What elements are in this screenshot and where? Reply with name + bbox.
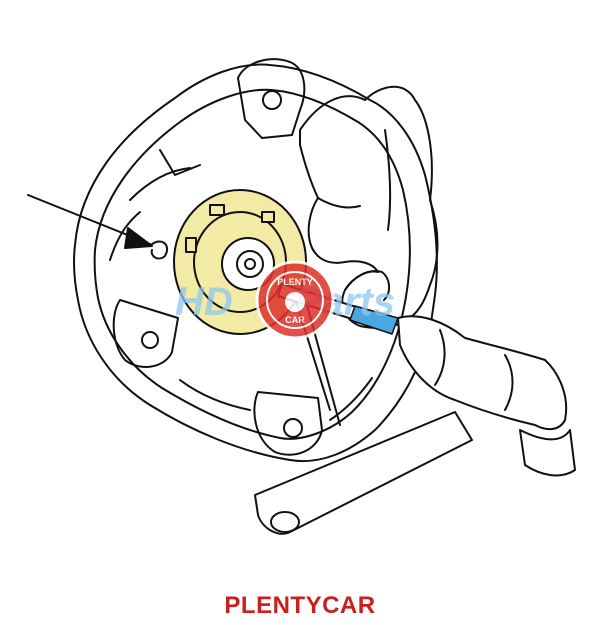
bottom-bolt-hole — [283, 418, 303, 438]
left-mounting-lug — [112, 299, 179, 368]
shaft-center — [244, 258, 256, 270]
left-bolt-hole — [141, 331, 159, 349]
seal-lip-hook — [149, 240, 169, 260]
housing-rib — [159, 149, 201, 176]
svg-text:PLENTY: PLENTY — [277, 277, 313, 287]
housing-inner-rim — [93, 88, 411, 440]
screwdriver-handle — [397, 315, 568, 431]
svg-text:CAR: CAR — [285, 315, 305, 325]
hand-finger-line — [317, 197, 361, 209]
top-mounting-lug — [237, 58, 306, 139]
housing-rib — [179, 379, 251, 411]
hand-thumb — [344, 270, 390, 301]
hand-finger-line — [384, 129, 392, 231]
screwdriver-handle-end — [519, 429, 576, 477]
screwdriver-handle-ridge — [434, 329, 446, 386]
screwdriver-tip-color — [349, 305, 399, 335]
top-bolt-hole — [262, 90, 282, 110]
housing-rib — [109, 211, 141, 261]
shaft-hub — [236, 250, 264, 278]
housing-rib — [329, 377, 373, 421]
svg-text:HD: HD — [175, 280, 233, 324]
hdparts-watermark: HD Parts PLENTY CAR — [175, 260, 395, 340]
screwdriver-handle-ridge — [504, 354, 514, 411]
callout-arrowhead — [124, 227, 153, 249]
housing-outline — [73, 63, 438, 462]
caption-text: PLENTYCAR — [224, 592, 376, 619]
housing-rib — [129, 167, 191, 201]
shop-bar — [254, 411, 473, 535]
bottom-mounting-lug — [253, 391, 323, 456]
shop-bar-end — [270, 511, 300, 533]
